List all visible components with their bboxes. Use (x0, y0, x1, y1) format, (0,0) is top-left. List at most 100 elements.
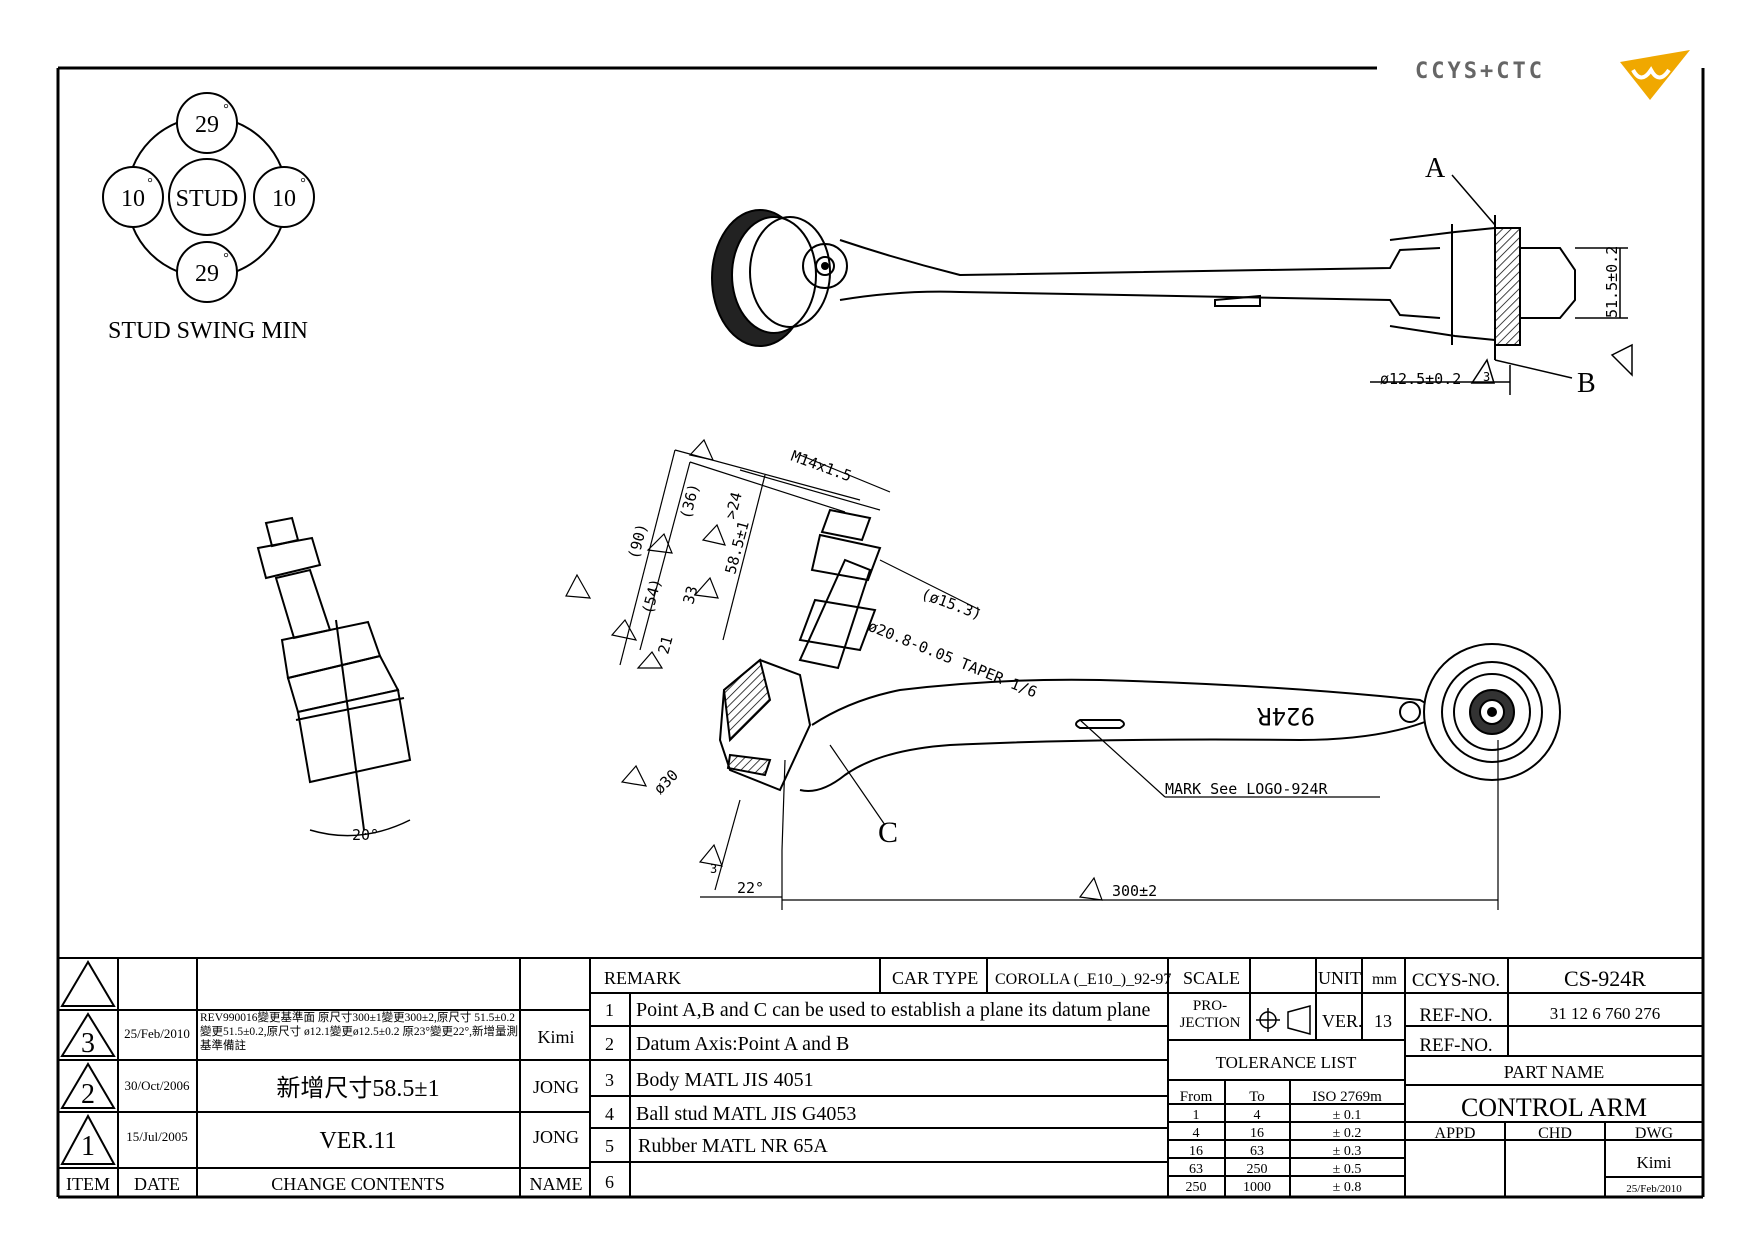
dim-90: (90) (624, 521, 651, 561)
swing-left-value: 10 (121, 186, 145, 212)
tolerance-title: TOLERANCE LIST (1216, 1053, 1357, 1072)
rev-2-item: 2 (81, 1079, 95, 1110)
rev-3-date: 25/Feb/2010 (124, 1026, 190, 1041)
rev-header-content: CHANGE CONTENTS (271, 1174, 445, 1194)
tol-row-2-val: ± 0.2 (1333, 1126, 1362, 1141)
rev-1-date: 15/Jul/2005 (126, 1129, 187, 1144)
tol-row-4-val: ± 0.5 (1333, 1162, 1362, 1177)
rev-2-date: 30/Oct/2006 (125, 1078, 190, 1093)
projection-label: PRO- JECTION (1179, 998, 1241, 1031)
dim-33: 33 (679, 584, 701, 606)
rev-2-name: JONG (533, 1077, 579, 1097)
tol-row-1-to: 4 (1254, 1108, 1261, 1123)
scale-label: SCALE (1183, 968, 1240, 988)
remark-3-num: 3 (605, 1070, 614, 1090)
datum-tri-num: 3 (1483, 370, 1490, 384)
remark-5-text: Rubber MATL NR 65A (638, 1135, 828, 1157)
swing-left-deg: ° (147, 176, 153, 191)
part-name-value: CONTROL ARM (1461, 1093, 1647, 1122)
rev-header-date: DATE (134, 1174, 180, 1194)
remark-title: REMARK (604, 968, 681, 988)
dwg-label: DWG (1635, 1125, 1674, 1142)
title-block-grid (58, 957, 1703, 1197)
tol-row-1-from: 1 (1193, 1108, 1200, 1123)
swing-top-value: 29 (195, 112, 219, 138)
swing-bottom-value: 29 (195, 261, 219, 287)
dim-m14: M14x1.5 (789, 447, 855, 486)
dim-15-3: (ø15.3) (919, 585, 985, 624)
rev-3-content: REV990016變更基準面 原尺寸300±1變更300±2,原尺寸 51.5±… (200, 1012, 518, 1052)
logo-text: CCYS+CTC (1415, 59, 1545, 84)
tol-header-from: From (1180, 1089, 1213, 1105)
ver-label: VER. (1322, 1011, 1363, 1031)
ver-value: 13 (1374, 1011, 1392, 1031)
rev-1-name: JONG (533, 1127, 579, 1147)
front-view-dimensions (565, 438, 1499, 910)
remark-6-num: 6 (605, 1172, 614, 1192)
tol-row-3-from: 16 (1189, 1144, 1203, 1159)
dim-22-deg: 22° (737, 879, 764, 897)
logo-mark-icon (1620, 50, 1690, 100)
dim-30: ø30 (650, 766, 682, 798)
unit-label: UNIT (1318, 968, 1361, 988)
rev-header-name: NAME (530, 1174, 583, 1194)
ccys-no-value: CS-924R (1564, 966, 1646, 991)
swing-bottom-deg: ° (223, 251, 229, 266)
tol-row-4-from: 63 (1189, 1162, 1203, 1177)
chd-label: CHD (1538, 1125, 1572, 1142)
front-tri-num: 3 (710, 862, 717, 876)
appd-label: APPD (1435, 1125, 1476, 1142)
tol-row-1-val: ± 0.1 (1333, 1108, 1362, 1123)
mark-note: MARK See LOGO-924R (1165, 780, 1329, 798)
tol-row-3-to: 63 (1250, 1144, 1264, 1159)
point-c-label: C (878, 816, 898, 849)
swing-right-deg: ° (300, 176, 306, 191)
remark-2-text: Datum Axis:Point A and B (636, 1033, 849, 1055)
ref-no-2-label: REF-NO. (1419, 1035, 1492, 1056)
car-type-value: COROLLA (_E10_)_92-97 (995, 971, 1171, 988)
dim-36: (36) (676, 481, 703, 521)
ref-no-1-value: 31 12 6 760 276 (1550, 1004, 1661, 1023)
point-a-label: A (1425, 153, 1446, 184)
company-logo: CCYS+CTC (1415, 50, 1690, 100)
rev-2-content: 新增尺寸58.5±1 (276, 1075, 439, 1102)
ref-no-1-label: REF-NO. (1419, 1005, 1492, 1026)
front-view-control-arm (718, 508, 1561, 792)
dim-24: >24 (721, 490, 745, 521)
dwg-name: Kimi (1637, 1153, 1672, 1172)
dim-taper: ø20.8-0.05 TAPER 1/6 (866, 617, 1040, 701)
drawing-frame (56, 66, 1705, 1199)
tol-row-2-from: 4 (1193, 1126, 1200, 1141)
tol-header-iso: ISO 2769m (1312, 1089, 1382, 1105)
top-view-dimensions (1370, 174, 1633, 395)
dim-58-5: 58.5±1 (721, 519, 752, 576)
dim-54: (54) (638, 576, 665, 616)
rev-3-content-box: REV990016變更基準面 原尺寸300±1變更300±2,原尺寸 51.5±… (200, 1012, 518, 1052)
stud-swing-diagram (102, 92, 315, 303)
tol-row-5-val: ± 0.8 (1333, 1180, 1362, 1195)
swing-right-value: 10 (272, 186, 296, 212)
rev-1-item: 1 (81, 1131, 95, 1162)
remark-5-num: 5 (605, 1136, 614, 1156)
rev-header-item: ITEM (66, 1174, 110, 1194)
point-b-label: B (1577, 368, 1596, 399)
swing-center-label: STUD (176, 186, 239, 212)
tol-header-to: To (1249, 1089, 1265, 1105)
projection-label-box: PRO- JECTION (1179, 998, 1241, 1031)
tol-row-4-to: 250 (1247, 1162, 1268, 1177)
dim-height-51-5: 51.5±0.2 (1603, 246, 1621, 318)
remark-2-num: 2 (605, 1034, 614, 1054)
swing-top-deg: ° (223, 102, 229, 117)
dwg-date: 25/Feb/2010 (1626, 1183, 1682, 1195)
swing-20-label: 20° (352, 826, 379, 844)
car-type-label: CAR TYPE (892, 968, 978, 988)
dim-300: 300±2 (1112, 882, 1157, 900)
rev-1-content: VER.11 (319, 1128, 396, 1154)
revision-triangles (60, 960, 116, 1165)
remark-3-text: Body MATL JIS 4051 (636, 1069, 814, 1091)
ball-joint-view (256, 516, 412, 837)
remark-1-num: 1 (605, 1000, 614, 1020)
tol-row-3-val: ± 0.3 (1333, 1144, 1362, 1159)
part-mark-924r: 924R (1257, 702, 1315, 730)
